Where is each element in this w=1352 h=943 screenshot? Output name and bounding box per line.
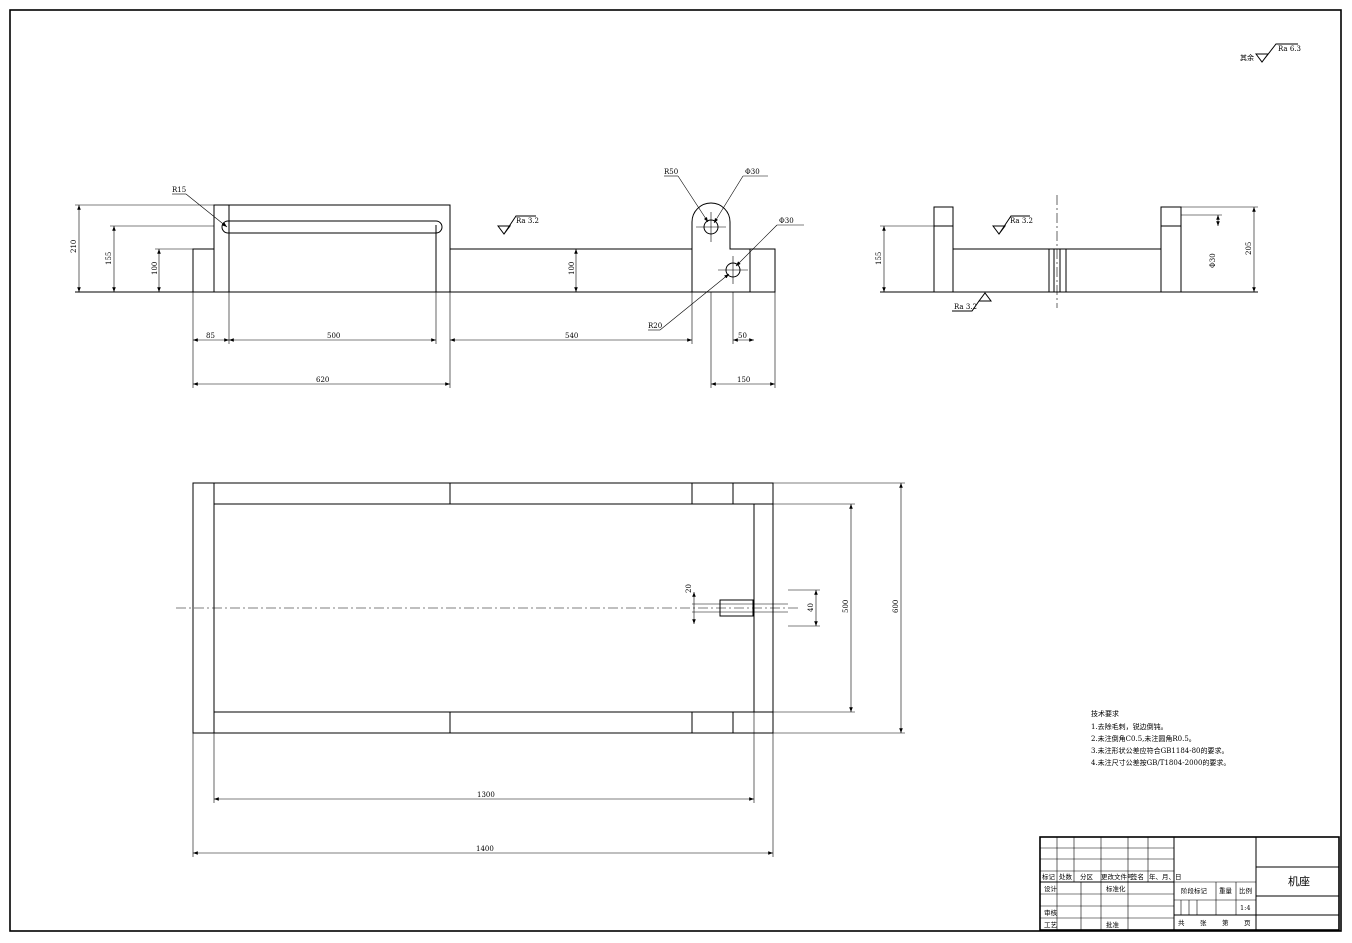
- side-view: 205 155 Φ30 Ra 3.2 Ra 3.2: [875, 195, 1258, 312]
- roughness-front-top: Ra 3.2: [516, 217, 539, 225]
- dim-620: 620: [316, 376, 329, 384]
- top-dim-1400: 1400: [476, 845, 494, 853]
- tb-header-mark: 标记: [1042, 872, 1056, 881]
- tech-req-title: 技术要求: [1091, 709, 1119, 718]
- roughness-side-bottom: Ra 3.2: [954, 303, 977, 311]
- dim-155: 155: [105, 252, 113, 265]
- tb-weight: 重量: [1219, 887, 1233, 895]
- tech-req-item-4: 4.未注尺寸公差按GB/T1804-2000的要求。: [1091, 758, 1230, 767]
- top-dim-1300: 1300: [477, 791, 495, 799]
- radius-r50: R50: [664, 168, 678, 176]
- dim-100: 100: [151, 262, 159, 275]
- technical-requirements: 技术要求 1.去除毛刺，锐边倒钝。 2.未注倒角C0.5,未注圆角R0.5。 3…: [1091, 709, 1230, 767]
- tech-req-item-3: 3.未注形状公差应符合GB1184-80的要求。: [1091, 746, 1229, 755]
- side-dim-205: 205: [1245, 242, 1253, 255]
- hole-label-upper: Φ30: [745, 168, 760, 176]
- tb-total: 共: [1178, 918, 1185, 927]
- top-view: 600 500 40 20 1300 1400: [176, 482, 905, 857]
- dim-85: 85: [206, 332, 215, 340]
- sheet-border: [9, 9, 1342, 932]
- tb-scale-label: 比例: [1239, 886, 1252, 895]
- tb-header-count: 处数: [1059, 872, 1073, 881]
- side-dim-dia: Φ30: [1209, 253, 1217, 268]
- dim-150: 150: [737, 376, 750, 384]
- tb-scale-value: 1:4: [1240, 904, 1250, 912]
- slot: [221, 220, 443, 234]
- tb-design: 设计: [1044, 884, 1058, 893]
- hole-label-lower: Φ30: [779, 217, 794, 225]
- tb-page: 第: [1222, 918, 1229, 927]
- dim-500: 500: [327, 332, 340, 340]
- tb-sheets: 张: [1200, 918, 1207, 927]
- tb-standard: 标准化: [1106, 884, 1126, 893]
- roughness-prefix: 其余: [1240, 53, 1254, 62]
- tb-process: 工艺: [1044, 921, 1058, 929]
- dim-540: 540: [565, 332, 578, 340]
- roughness-general-value: Ra 6.3: [1278, 45, 1301, 53]
- top-dim-600: 600: [892, 600, 900, 613]
- tb-stage-mark: 阶段标记: [1181, 886, 1208, 895]
- tb-approve: 批准: [1106, 920, 1120, 929]
- front-view: 210 155 100 100 85 500 540 50 620 150 R1…: [70, 168, 804, 388]
- tech-req-item-1: 1.去除毛刺，锐边倒钝。: [1091, 722, 1168, 731]
- side-dim-155: 155: [875, 252, 883, 265]
- tb-header-sign: 签名: [1131, 872, 1144, 881]
- tech-req-item-2: 2.未注倒角C0.5,未注圆角R0.5。: [1091, 734, 1196, 743]
- tb-header-zone: 分区: [1080, 872, 1094, 881]
- top-dim-500: 500: [842, 600, 850, 613]
- dim-50: 50: [738, 332, 747, 340]
- top-dim-40: 40: [807, 603, 815, 612]
- part-name: 机座: [1288, 874, 1310, 888]
- dim-100b: 100: [568, 262, 576, 275]
- tb-page-end: 页: [1244, 919, 1251, 927]
- dim-210: 210: [70, 240, 78, 253]
- lug: [691, 202, 776, 292]
- radius-r15: R15: [172, 186, 186, 194]
- general-roughness: 其余 Ra 6.3: [1240, 43, 1301, 63]
- title-block: 机座 标记 处数 分区 更改文件号 签名 年、月、日 设计 标准化 审核 工艺 …: [1039, 836, 1340, 931]
- tb-review: 审核: [1044, 908, 1058, 917]
- roughness-side-top: Ra 3.2: [1010, 217, 1033, 225]
- tb-header-doc: 更改文件号: [1101, 872, 1134, 881]
- tb-header-date: 年、月、日: [1149, 872, 1182, 881]
- top-dim-20: 20: [685, 584, 693, 593]
- radius-r20: R20: [648, 322, 662, 330]
